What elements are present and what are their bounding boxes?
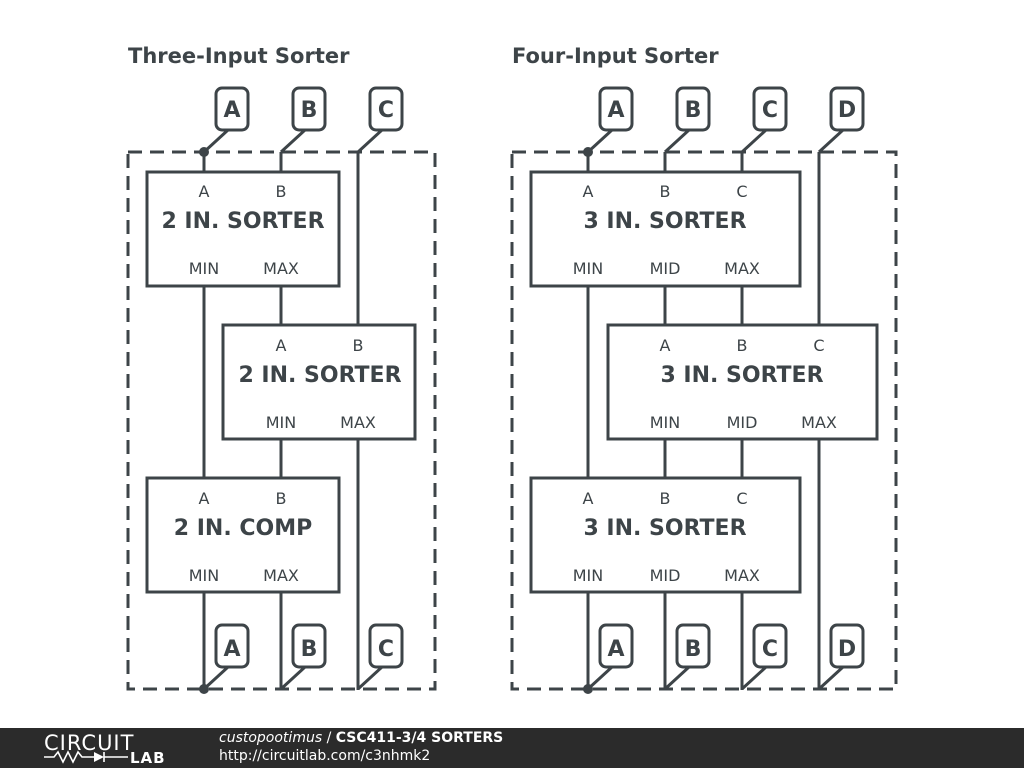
output-port-c[interactable]: C	[356, 623, 404, 691]
svg-text:D: D	[838, 98, 856, 123]
internal-wires	[586, 286, 821, 690]
svg-text:B: B	[276, 489, 287, 508]
svg-text:C: C	[762, 98, 778, 123]
svg-text:C: C	[762, 637, 778, 662]
diagram-title: Three-Input Sorter	[128, 44, 350, 68]
internal-wires	[202, 286, 360, 690]
input-port-b[interactable]: B	[279, 86, 327, 154]
svg-text:A: A	[660, 336, 671, 355]
svg-text:3 IN. SORTER: 3 IN. SORTER	[583, 209, 746, 234]
block-3in-sorter-1[interactable]: A B C 3 IN. SORTER MIN MID MAX	[529, 170, 802, 288]
input-port-c[interactable]: C	[740, 86, 788, 154]
circuitlab-logo-text[interactable]: CIRCUIT	[44, 731, 135, 755]
output-port-c[interactable]: C	[740, 623, 788, 691]
input-port-a[interactable]: A	[586, 86, 634, 154]
svg-text:MID: MID	[650, 566, 681, 585]
boundary-box	[510, 150, 898, 691]
svg-text:A: A	[607, 637, 624, 662]
circuitlab-logo-lab: LAB	[130, 749, 166, 767]
svg-text:B: B	[660, 182, 671, 201]
input-port-d[interactable]: D	[817, 86, 865, 154]
svg-text:2 IN. COMP: 2 IN. COMP	[174, 516, 312, 541]
svg-text:MAX: MAX	[724, 566, 760, 585]
svg-text:MID: MID	[650, 259, 681, 278]
circuit-title[interactable]: CSC411-3/4 SORTERS	[335, 730, 504, 746]
svg-text:A: A	[223, 637, 240, 662]
svg-text:A: A	[223, 98, 240, 123]
svg-text:3 IN. SORTER: 3 IN. SORTER	[583, 516, 746, 541]
svg-text:C: C	[378, 98, 394, 123]
svg-text:B: B	[353, 336, 364, 355]
resistor-diode-icon	[44, 750, 128, 764]
svg-text:3 IN. SORTER: 3 IN. SORTER	[660, 363, 823, 388]
svg-text:B: B	[301, 98, 318, 123]
block-2in-comp[interactable]: A B 2 IN. COMP MIN MAX	[145, 476, 341, 594]
svg-text:A: A	[276, 336, 287, 355]
svg-text:MAX: MAX	[263, 259, 299, 278]
svg-text:B: B	[685, 98, 702, 123]
input-wires	[586, 152, 821, 325]
svg-text:MAX: MAX	[263, 566, 299, 585]
output-port-b[interactable]: B	[663, 623, 711, 691]
svg-text:C: C	[736, 182, 747, 201]
svg-text:A: A	[583, 182, 594, 201]
svg-text:A: A	[607, 98, 624, 123]
svg-text:MIN: MIN	[189, 259, 220, 278]
svg-text:MIN: MIN	[189, 566, 220, 585]
svg-text:C: C	[736, 489, 747, 508]
output-port-b[interactable]: B	[279, 623, 327, 691]
svg-text:B: B	[660, 489, 671, 508]
svg-text:MID: MID	[727, 413, 758, 432]
svg-text:C: C	[813, 336, 824, 355]
svg-text:B: B	[737, 336, 748, 355]
svg-text:MIN: MIN	[650, 413, 681, 432]
output-port-a[interactable]: A	[586, 623, 634, 691]
three-input-sorter: Three-Input Sorter A B C A B 2 IN. S	[126, 44, 437, 694]
svg-text:MIN: MIN	[573, 259, 604, 278]
svg-text:A: A	[583, 489, 594, 508]
input-port-a[interactable]: A	[202, 86, 250, 154]
svg-text:MIN: MIN	[266, 413, 297, 432]
block-2in-sorter-1[interactable]: A B 2 IN. SORTER MIN MAX	[145, 170, 341, 288]
diagram-title: Four-Input Sorter	[512, 44, 719, 68]
svg-text:MAX: MAX	[724, 259, 760, 278]
credit-line: custopootimus / CSC411-3/4 SORTERS	[219, 730, 503, 746]
svg-text:MAX: MAX	[801, 413, 837, 432]
credit-separator: /	[322, 730, 336, 746]
svg-text:A: A	[199, 182, 210, 201]
svg-text:A: A	[199, 489, 210, 508]
svg-text:MAX: MAX	[340, 413, 376, 432]
svg-text:MIN: MIN	[573, 566, 604, 585]
svg-text:2 IN. SORTER: 2 IN. SORTER	[161, 209, 324, 234]
input-port-c[interactable]: C	[356, 86, 404, 154]
svg-text:B: B	[301, 637, 318, 662]
svg-text:B: B	[276, 182, 287, 201]
author-link[interactable]: custopootimus	[219, 730, 323, 746]
svg-text:D: D	[838, 637, 856, 662]
schematic-canvas: .wire { stroke: #3d4448; stroke-width: 3…	[126, 44, 898, 694]
block-2in-sorter-2[interactable]: A B 2 IN. SORTER MIN MAX	[221, 323, 417, 441]
block-3in-sorter-2[interactable]: A B C 3 IN. SORTER MIN MID MAX	[606, 323, 879, 441]
svg-text:C: C	[378, 637, 394, 662]
input-port-b[interactable]: B	[663, 86, 711, 154]
svg-text:B: B	[685, 637, 702, 662]
four-input-sorter: Four-Input Sorter A B C D	[510, 44, 898, 694]
block-3in-sorter-3[interactable]: A B C 3 IN. SORTER MIN MID MAX	[529, 476, 802, 594]
svg-text:2 IN. SORTER: 2 IN. SORTER	[238, 363, 401, 388]
output-port-d[interactable]: D	[817, 623, 865, 691]
footer-bar: CIRCUIT LAB custopootimus / CSC411-3/4 S…	[0, 728, 1024, 768]
circuit-url[interactable]: http://circuitlab.com/c3nhmk2	[219, 748, 431, 764]
output-port-a[interactable]: A	[202, 623, 250, 691]
